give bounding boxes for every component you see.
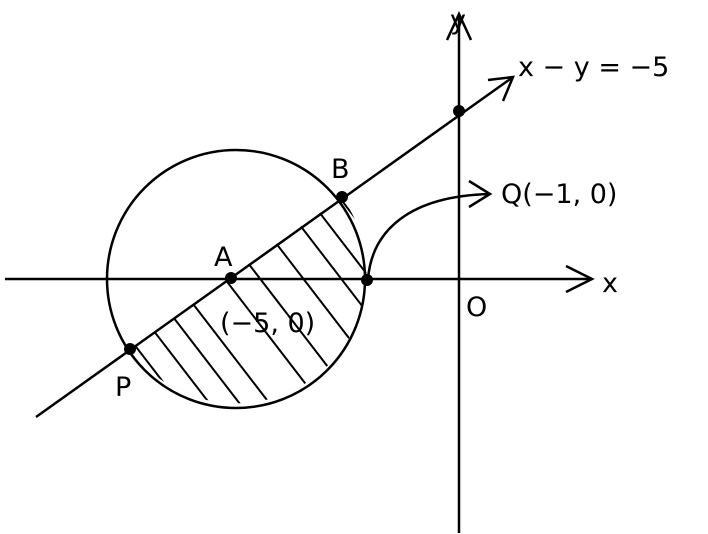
hatched-region — [130, 197, 367, 404]
point-p-dot — [124, 343, 136, 355]
point-b-label: B — [331, 154, 350, 185]
x-axis-label: x — [602, 268, 618, 299]
point-b-dot — [336, 191, 348, 203]
point-q-dot — [361, 274, 373, 286]
line-equation-label: x − y = −5 — [518, 52, 669, 83]
line-x-minus-y-eq-neg5 — [35, 75, 514, 419]
y-axis-arrowhead — [445, 11, 473, 41]
point-a-dot — [225, 272, 237, 284]
q-pointer-arrow — [366, 192, 491, 280]
origin-label: O — [466, 292, 487, 323]
point-p-label: P — [115, 372, 131, 403]
line-arrowhead — [487, 75, 515, 102]
q-pointer-arrowhead — [468, 179, 493, 209]
x-axis-arrowhead — [565, 264, 595, 294]
y-intercept-dot — [453, 105, 465, 117]
point-a-coords-label: (−5, 0) — [220, 308, 315, 339]
point-a-label: A — [214, 242, 233, 273]
y-axis-label: y — [450, 5, 466, 36]
point-q-label: Q(−1, 0) — [501, 179, 617, 210]
